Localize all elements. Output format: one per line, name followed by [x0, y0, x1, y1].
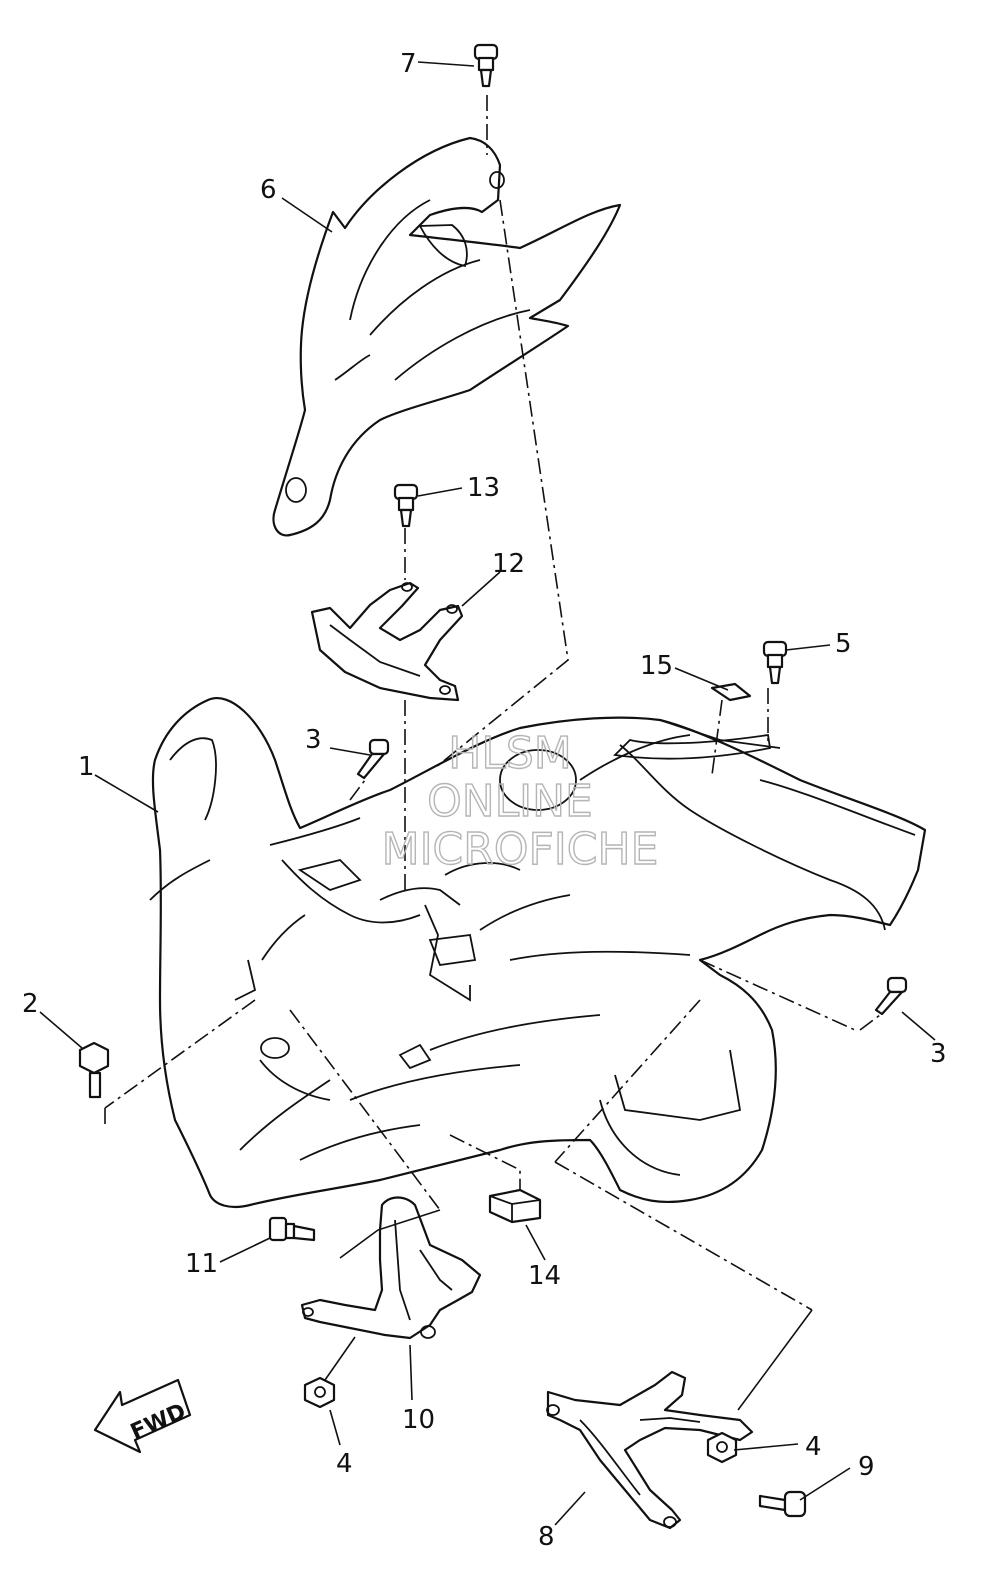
- flange-nut-4a: [303, 1376, 336, 1409]
- bracket-10: [300, 1196, 482, 1340]
- callout-8: 8: [538, 1522, 555, 1552]
- callout-4-right: 4: [805, 1432, 822, 1462]
- callout-2: 2: [22, 989, 39, 1019]
- callout-10: 10: [402, 1405, 435, 1435]
- screw-3-right: [874, 976, 908, 1016]
- callout-3-top: 3: [305, 725, 322, 755]
- callout-15: 15: [640, 651, 673, 681]
- leader-lines: [39, 61, 936, 1526]
- assembly-lines: [104, 95, 881, 1411]
- callout-numbers: 7 6 13 12 5 15 1 3 2 3 14 11 10 4 4 9 8: [22, 49, 947, 1552]
- callout-12: 12: [492, 549, 525, 579]
- callout-5: 5: [835, 629, 852, 659]
- bolt-11: [268, 1216, 316, 1242]
- watermark-line-1: HLSM: [448, 728, 572, 779]
- callout-1: 1: [78, 752, 95, 782]
- callout-9: 9: [858, 1452, 875, 1482]
- screw-3-left: [356, 738, 390, 780]
- bolt-2: [78, 1041, 110, 1099]
- callout-13: 13: [467, 473, 500, 503]
- callout-6: 6: [260, 175, 277, 205]
- bolt-9: [758, 1490, 807, 1518]
- bracket-8: [546, 1370, 754, 1530]
- clip-fastener-5: [762, 640, 788, 685]
- pad-14: [488, 1188, 542, 1224]
- clip-fastener-7: [473, 43, 499, 88]
- callout-11: 11: [185, 1249, 218, 1279]
- flange-nut-4b: [706, 1431, 738, 1464]
- callout-14: 14: [528, 1261, 561, 1291]
- bracket-12: [310, 581, 464, 702]
- front-cover-part: [272, 136, 622, 537]
- watermark-line-3: MICROFICHE: [382, 824, 659, 875]
- callout-3-right: 3: [930, 1039, 947, 1069]
- callout-7: 7: [400, 49, 417, 79]
- fwd-arrow-icon: FWD: [93, 1378, 192, 1454]
- front-fender-part: [149, 697, 927, 1209]
- watermark-line-2: ONLINE: [427, 776, 593, 827]
- watermark: HLSM ONLINE MICROFICHE: [381, 727, 659, 875]
- clip-fastener-13: [393, 483, 419, 528]
- callout-4-left: 4: [336, 1449, 353, 1479]
